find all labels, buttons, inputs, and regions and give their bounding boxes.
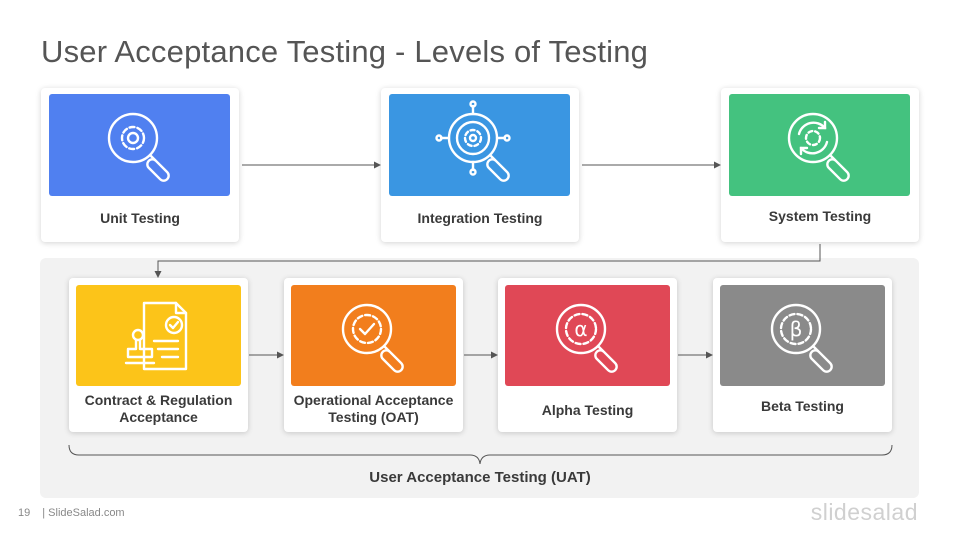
unit-testing-label: Unit Testing [100, 210, 180, 226]
beta-testing-tile: β [720, 285, 885, 386]
slide-title: User Acceptance Testing - Levels of Test… [41, 34, 649, 69]
arrow-contract-to-operational [249, 351, 284, 359]
contract-regulation-label: Contract & Regulation Acceptance [84, 392, 233, 425]
integration-testing-label: Integration Testing [417, 210, 543, 226]
magnifier-cycle-gear-icon [787, 112, 850, 182]
magnifier-gear-check-icon [341, 303, 404, 373]
arrow-operational-to-alpha [464, 351, 498, 359]
svg-text:β: β [789, 317, 802, 341]
magnifier-alpha-gear-icon: α [555, 303, 618, 373]
contract-stamp-icon [124, 301, 187, 370]
arrow-integration-to-system [582, 161, 721, 169]
integration-testing-tile [389, 94, 570, 196]
system-testing-label: System Testing [768, 208, 872, 224]
footer-website: | SlideSalad.com [42, 507, 125, 519]
beta-testing-card: β Beta Testing [713, 278, 892, 432]
system-testing-tile [729, 94, 910, 196]
page-number: 19 [18, 507, 31, 519]
brand-logo: slidesalad [810, 499, 918, 525]
arrow-alpha-to-beta [678, 351, 713, 359]
contract-regulation-card: Contract & Regulation Acceptance [69, 278, 248, 432]
slide-footer: 19 | SlideSalad.com [18, 507, 125, 519]
arrow-unit-to-integration [242, 161, 381, 169]
operational-acceptance-tile [291, 285, 456, 386]
alpha-testing-card: α Alpha Testing [498, 278, 677, 432]
system-testing-card: System Testing [721, 88, 919, 242]
operational-acceptance-card: Operational Acceptance Testing (OAT) [284, 278, 463, 432]
beta-testing-label: Beta Testing [761, 398, 844, 414]
magnifier-beta-gear-icon: β [770, 303, 833, 373]
alpha-testing-label: Alpha Testing [541, 402, 634, 418]
magnifier-network-gear-icon [434, 100, 511, 182]
magnifier-gear-icon [107, 112, 170, 182]
svg-text:α: α [574, 317, 587, 341]
uat-group-brace [68, 444, 893, 465]
unit-testing-card: Unit Testing [41, 88, 239, 242]
unit-testing-tile [49, 94, 230, 196]
contract-regulation-tile [76, 285, 241, 386]
uat-group-label: User Acceptance Testing (UAT) [369, 469, 591, 486]
arrow-system-to-contract [154, 244, 821, 278]
integration-testing-card: Integration Testing [381, 88, 579, 242]
alpha-testing-tile: α [505, 285, 670, 386]
operational-acceptance-label: Operational Acceptance Testing (OAT) [293, 392, 454, 425]
